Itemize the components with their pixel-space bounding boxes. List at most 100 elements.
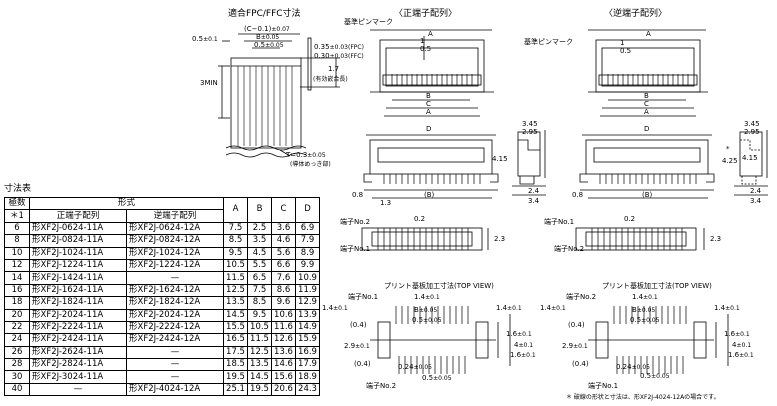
cell-b: 8.5	[247, 296, 272, 310]
header-d: D	[295, 197, 320, 223]
cell-b: 19.5	[247, 382, 272, 397]
rev-dim-a2: A	[644, 108, 649, 116]
rev-pcb-14b: 1.4±0.1	[632, 293, 658, 301]
fpc-sketch	[218, 33, 340, 158]
fwd-pcb-05b: 0.5±0.05	[422, 374, 452, 382]
cell-d: 13.9	[295, 308, 320, 322]
cell-poles: 8	[4, 234, 30, 248]
rev-dim-345: 3.45	[744, 120, 760, 128]
rev-bottom-23: 2.3	[710, 235, 722, 243]
fwd-dim-415: 4.15	[492, 155, 508, 163]
cell-d: 12.9	[295, 296, 320, 310]
rev-bottom-view	[575, 227, 705, 251]
cell-d: 17.9	[295, 358, 320, 372]
fpc-title: 適合FPC/FFC寸法	[228, 9, 301, 19]
fwd-pcb-pin2: 端子No.2	[366, 382, 397, 390]
cell-fwd: 形XF2J-0824-11A	[29, 234, 127, 248]
fwd-pcb-layout	[370, 306, 511, 374]
header-poles-note: ＊1	[4, 209, 30, 223]
rev-top-view	[588, 29, 708, 117]
cell-fwd: —	[29, 382, 127, 397]
cell-d: 7.9	[295, 234, 320, 248]
fwd-pcb-pin1: 端子No.1	[348, 293, 379, 301]
rev-dim-a: A	[646, 30, 651, 38]
cell-d: 24.3	[295, 382, 320, 397]
rev-bottom-02: 0.2	[624, 215, 636, 223]
rev-pcb-layout	[588, 306, 729, 374]
fwd-pcb-16a: 1.6±0.1	[506, 330, 532, 338]
cell-c: 8.6	[271, 283, 296, 298]
rev-dim-05: 0.5	[620, 47, 632, 55]
cell-b: 10.5	[247, 320, 272, 335]
cell-c: 3.6	[271, 221, 296, 236]
fwd-pcb-29: 2.9±0.1	[344, 342, 370, 350]
header-c: C	[271, 197, 296, 223]
cell-poles: 20	[4, 308, 30, 322]
fwd-dim-b: B	[426, 92, 431, 100]
cell-b: 6.5	[247, 271, 272, 285]
cell-c: 9.6	[271, 296, 296, 310]
fwd-pcb-14a: 1.4±0.1	[322, 304, 348, 312]
cell-a: 7.5	[223, 221, 248, 236]
fwd-bottom-23: 2.3	[494, 235, 506, 243]
cell-rev: 形XF2J-1224-12A	[126, 258, 224, 273]
rev-pcb-024: 0.24±0.05	[616, 363, 650, 371]
cell-rev: 形XF2J-0824-12A	[126, 234, 224, 248]
fwd-pcb-05a: 0.5±0.05	[412, 316, 442, 324]
rev-pcb-04a: (0.4)	[568, 321, 585, 329]
cell-d: 9.9	[295, 258, 320, 273]
rev-star: *	[726, 145, 730, 153]
cell-rev: —	[126, 358, 224, 372]
cell-d: 18.9	[295, 370, 320, 384]
fpc-dim-half: 0.5±0.05	[254, 41, 284, 49]
cell-rev: 形XF2J-2424-12A	[126, 333, 224, 347]
fwd-ref-pin: 基準ピンマーク	[344, 18, 393, 26]
cell-rev: 形XF2J-1624-12A	[126, 283, 224, 298]
cell-poles: 30	[4, 370, 30, 384]
cell-a: 8.5	[223, 234, 248, 248]
rev-pcb-btol: B±0.05	[632, 306, 656, 314]
cell-poles: 10	[4, 246, 30, 260]
cell-fwd: 形XF2J-1824-11A	[29, 296, 127, 310]
cell-rev: 形XF2J-2024-12A	[126, 308, 224, 322]
cell-fwd: 形XF2J-0624-11A	[29, 221, 127, 236]
fwd-dim-05: 0.5	[420, 45, 432, 53]
cell-rev: 形XF2J-1024-12A	[126, 246, 224, 260]
header-forward: 正端子配列	[29, 209, 127, 223]
cell-b: 9.5	[247, 308, 272, 322]
fwd-dim-c: C	[426, 100, 431, 108]
cell-poles: 26	[4, 345, 30, 360]
fwd-dim-24: 2.4	[528, 187, 540, 195]
fwd-dim-345: 3.45	[522, 120, 538, 128]
cell-a: 18.5	[223, 358, 248, 372]
cell-a: 16.5	[223, 333, 248, 347]
table-title: 寸法表	[4, 184, 32, 194]
fwd-dim-13: 1.3	[380, 199, 392, 207]
fwd-pcb-btol: B±0.05	[414, 306, 438, 314]
header-b: B	[247, 197, 272, 223]
fwd-dim-1: 1	[420, 37, 425, 45]
fwd-pcb-4: 4±0.1	[514, 341, 534, 349]
cell-fwd: 形XF2J-1424-11A	[29, 271, 127, 285]
cell-a: 9.5	[223, 246, 248, 260]
cell-poles: 12	[4, 258, 30, 273]
cell-a: 19.5	[223, 370, 248, 384]
cell-rev: 形XF2J-0624-12A	[126, 221, 224, 236]
cell-b: 7.5	[247, 283, 272, 298]
cell-c: 15.6	[271, 370, 296, 384]
cell-fwd: 形XF2J-2224-11A	[29, 320, 127, 335]
fwd-dim-a: A	[428, 30, 433, 38]
fpc-t-note: (導体めっき部)	[290, 161, 331, 168]
fpc-dim-c: (C−0.1)±0.07	[244, 25, 290, 33]
cell-d: 16.9	[295, 345, 320, 360]
fwd-dim-34: 3.4	[528, 197, 540, 205]
fwd-bottom-pin1: 端子No.1	[340, 245, 371, 253]
cell-rev: —	[126, 345, 224, 360]
